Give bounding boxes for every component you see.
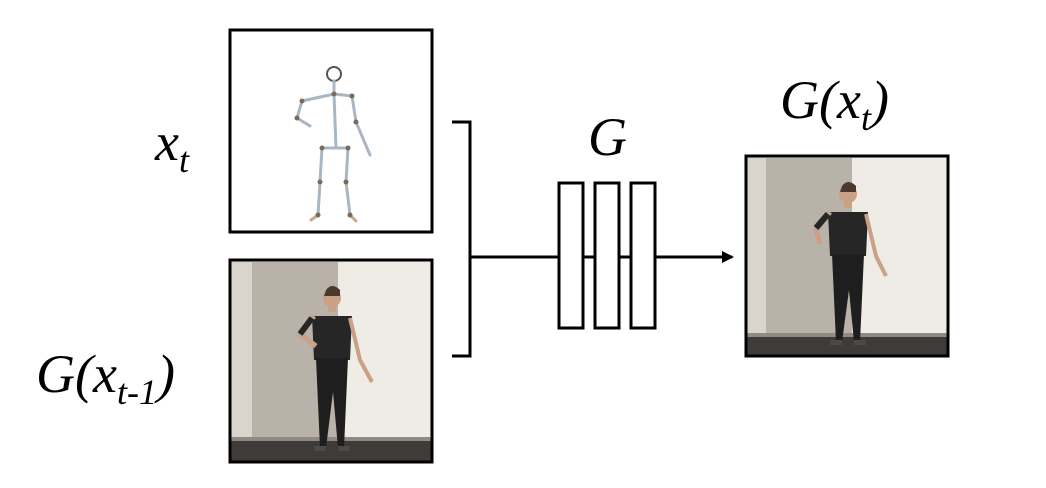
pose-skeleton-icon	[295, 66, 372, 223]
input-pose-label: xt	[154, 112, 190, 180]
pose-frame	[228, 28, 434, 234]
generator-layer-3	[629, 181, 657, 330]
generator-layer-1	[557, 181, 585, 330]
prev-frame-photo	[228, 258, 434, 464]
pose-joints	[294, 91, 359, 218]
input-bracket	[452, 120, 472, 358]
prev-frame-label: G(xt-1)	[36, 344, 175, 412]
output-label: G(xt)	[780, 70, 889, 138]
generator-label: G	[588, 107, 627, 167]
person-photo-icon	[296, 286, 374, 451]
person-photo-icon	[813, 182, 888, 345]
output-frame-photo	[744, 154, 950, 358]
generator-network	[557, 181, 657, 330]
generator-layer-2	[593, 181, 621, 330]
